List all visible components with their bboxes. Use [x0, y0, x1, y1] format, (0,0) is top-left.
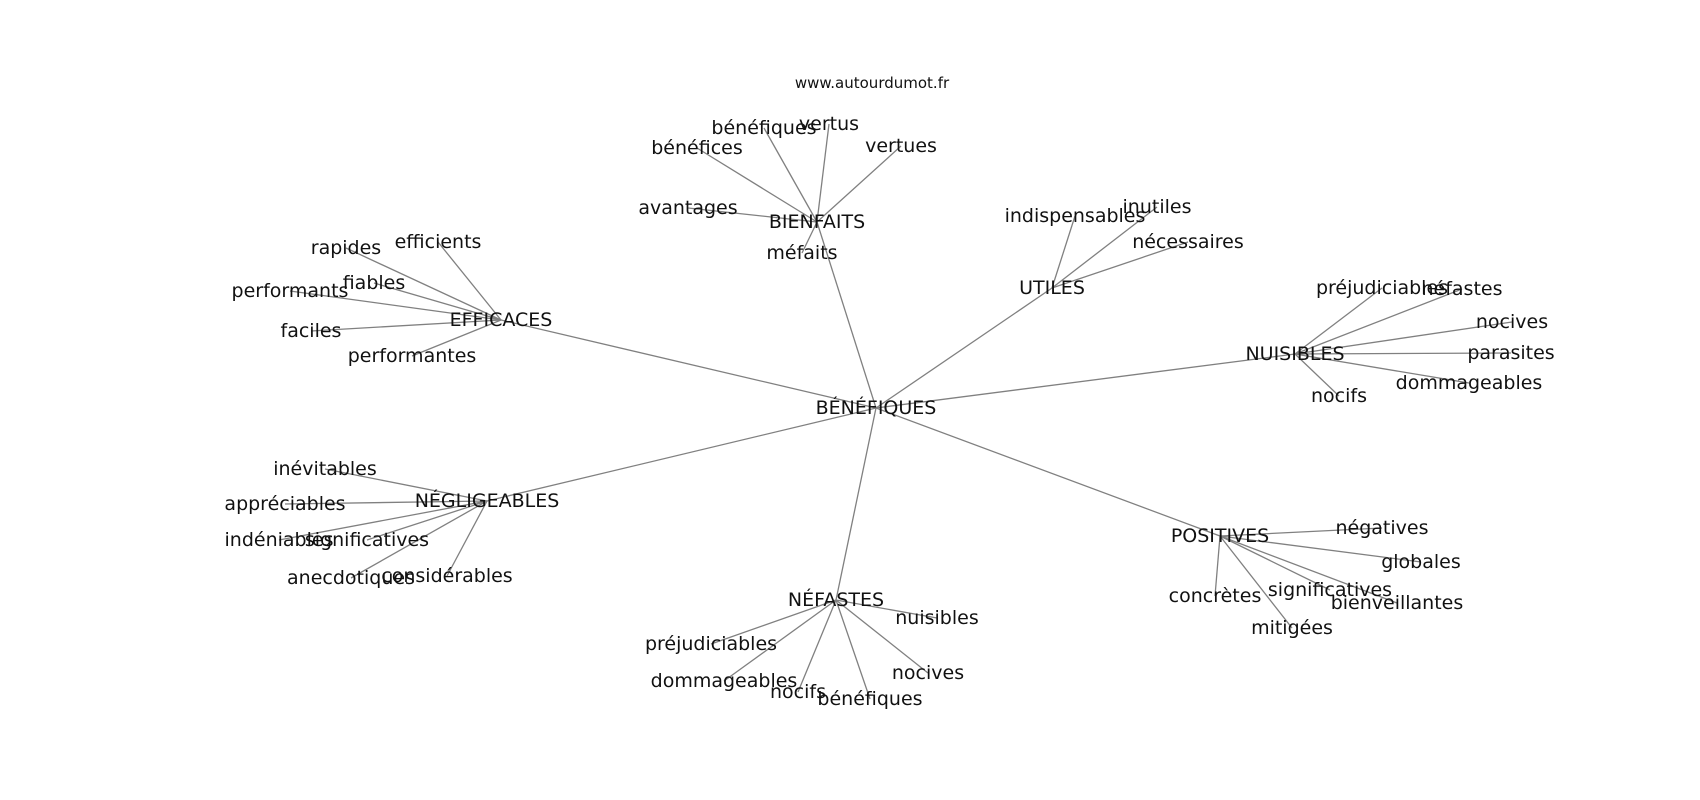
edge-efficaces-word [411, 319, 502, 357]
edge-nefastes-word [710, 599, 837, 645]
word-node[interactable]: concrètes [1169, 585, 1262, 607]
edge-nuisibles-word [1294, 321, 1513, 355]
hub-node-negligeables[interactable]: NÉGLIGEABLES [415, 489, 560, 512]
edge-utiles-word [1051, 215, 1076, 289]
word-node[interactable]: significatives [305, 529, 429, 551]
word-node[interactable]: inévitables [273, 458, 377, 480]
word-node[interactable]: nuisibles [895, 607, 978, 629]
word-node[interactable]: indispensables [1005, 205, 1146, 227]
word-node[interactable]: inutiles [1123, 196, 1192, 218]
word-node[interactable]: fiables [343, 272, 406, 294]
word-node[interactable]: dommageables [1396, 372, 1543, 394]
word-node[interactable]: nocifs [770, 681, 826, 703]
word-node[interactable]: faciles [281, 320, 342, 342]
edge-nuisibles-word [1294, 353, 1470, 384]
edge-nefastes-word [835, 599, 929, 674]
edge-positives-word [1219, 535, 1398, 604]
hub-node-efficaces[interactable]: EFFICACES [450, 309, 553, 331]
source-link[interactable]: www.autourdumot.fr [795, 74, 950, 92]
edge-bienfaits-word [687, 207, 818, 223]
word-node[interactable]: rapides [311, 237, 381, 259]
edge-utiles-word [1051, 206, 1158, 289]
word-node[interactable]: préjudiciables [1316, 277, 1448, 299]
hub-node-utiles[interactable]: UTILES [1019, 277, 1085, 299]
edge-center-utiles [875, 287, 1053, 409]
word-node[interactable]: nocives [1476, 311, 1548, 333]
edge-efficaces-word [289, 290, 502, 321]
word-node[interactable]: anecdotiques [287, 567, 415, 589]
edge-negligeables-word [366, 500, 488, 541]
word-node[interactable]: négatives [1336, 517, 1429, 539]
hub-node-bienfaits[interactable]: BIENFAITS [769, 211, 865, 233]
word-node[interactable]: performantes [348, 345, 477, 367]
word-node[interactable]: bienveillantes [1331, 592, 1464, 614]
edge-nuisibles-word [1294, 352, 1512, 355]
edge-center-nefastes [835, 407, 877, 601]
word-node[interactable]: vertues [865, 135, 937, 157]
word-node[interactable]: parasites [1467, 342, 1554, 364]
edge-efficaces-word [345, 247, 502, 321]
edge-center-negligeables [486, 407, 877, 502]
edge-negligeables-word [278, 500, 488, 541]
edge-nefastes-word [797, 599, 837, 693]
edge-negligeables-word [446, 500, 488, 577]
graph-edges [278, 123, 1513, 700]
word-node[interactable]: préjudiciables [645, 633, 777, 655]
hub-node-nefastes[interactable]: NÉFASTES [788, 588, 884, 611]
edge-nefastes-word [835, 599, 871, 700]
edge-nefastes-word [723, 599, 837, 682]
word-node[interactable]: bénéfiques [711, 117, 816, 139]
hub-node-nuisibles[interactable]: NUISIBLES [1245, 343, 1344, 365]
edge-negligeables-word [350, 500, 488, 579]
word-node[interactable]: bénéfices [651, 137, 742, 159]
edge-bienfaits-word [763, 127, 818, 223]
word-node[interactable]: avantages [638, 197, 737, 219]
edge-utiles-word [1051, 241, 1189, 289]
edge-nuisibles-word [1294, 288, 1463, 355]
word-node[interactable]: nocives [892, 662, 964, 684]
edge-nuisibles-word [1294, 353, 1340, 397]
edge-center-bienfaits [816, 221, 877, 409]
edge-positives-word [1219, 535, 1422, 563]
word-node[interactable]: néfastes [1421, 278, 1502, 300]
word-node[interactable]: méfaits [766, 242, 837, 264]
word-node[interactable]: nécessaires [1132, 231, 1244, 253]
word-node[interactable]: mitigées [1251, 617, 1333, 639]
edge-nuisibles-word [1294, 287, 1383, 355]
word-node[interactable]: efficients [395, 231, 482, 253]
edge-positives-word [1219, 535, 1331, 591]
word-node[interactable]: bénéfiques [817, 688, 922, 710]
word-node[interactable]: globales [1381, 551, 1461, 573]
edge-positives-word [1214, 535, 1221, 597]
edge-bienfaits-word [816, 145, 902, 223]
word-node[interactable]: vertus [799, 113, 859, 135]
center-node[interactable]: BÉNÉFIQUES [816, 396, 937, 419]
graph-labels: www.autourdumot.fr bénéfiquesvertusbénéf… [224, 74, 1554, 710]
edge-efficaces-word [310, 319, 502, 332]
edge-center-nuisibles [875, 353, 1296, 409]
word-node[interactable]: appréciables [224, 493, 345, 515]
edge-negligeables-word [324, 468, 488, 502]
edge-efficaces-word [373, 282, 502, 321]
edge-efficaces-word [437, 241, 502, 321]
edge-center-efficaces [500, 319, 877, 409]
word-node[interactable]: significatives [1268, 579, 1392, 601]
edge-nefastes-word [835, 599, 938, 619]
edge-positives-word [1219, 527, 1383, 537]
word-node[interactable]: performants [232, 280, 349, 302]
edge-bienfaits-word [801, 221, 818, 254]
edge-positives-word [1219, 535, 1293, 629]
edge-center-positives [875, 407, 1221, 537]
edge-bienfaits-word [696, 147, 818, 223]
word-node[interactable]: dommageables [651, 670, 798, 692]
word-node[interactable]: considérables [381, 565, 512, 587]
word-node[interactable]: indéniables [225, 529, 334, 551]
hub-node-positives[interactable]: POSITIVES [1171, 525, 1269, 547]
edge-negligeables-word [284, 500, 488, 505]
word-node[interactable]: nocifs [1311, 385, 1367, 407]
edge-bienfaits-word [816, 123, 830, 223]
